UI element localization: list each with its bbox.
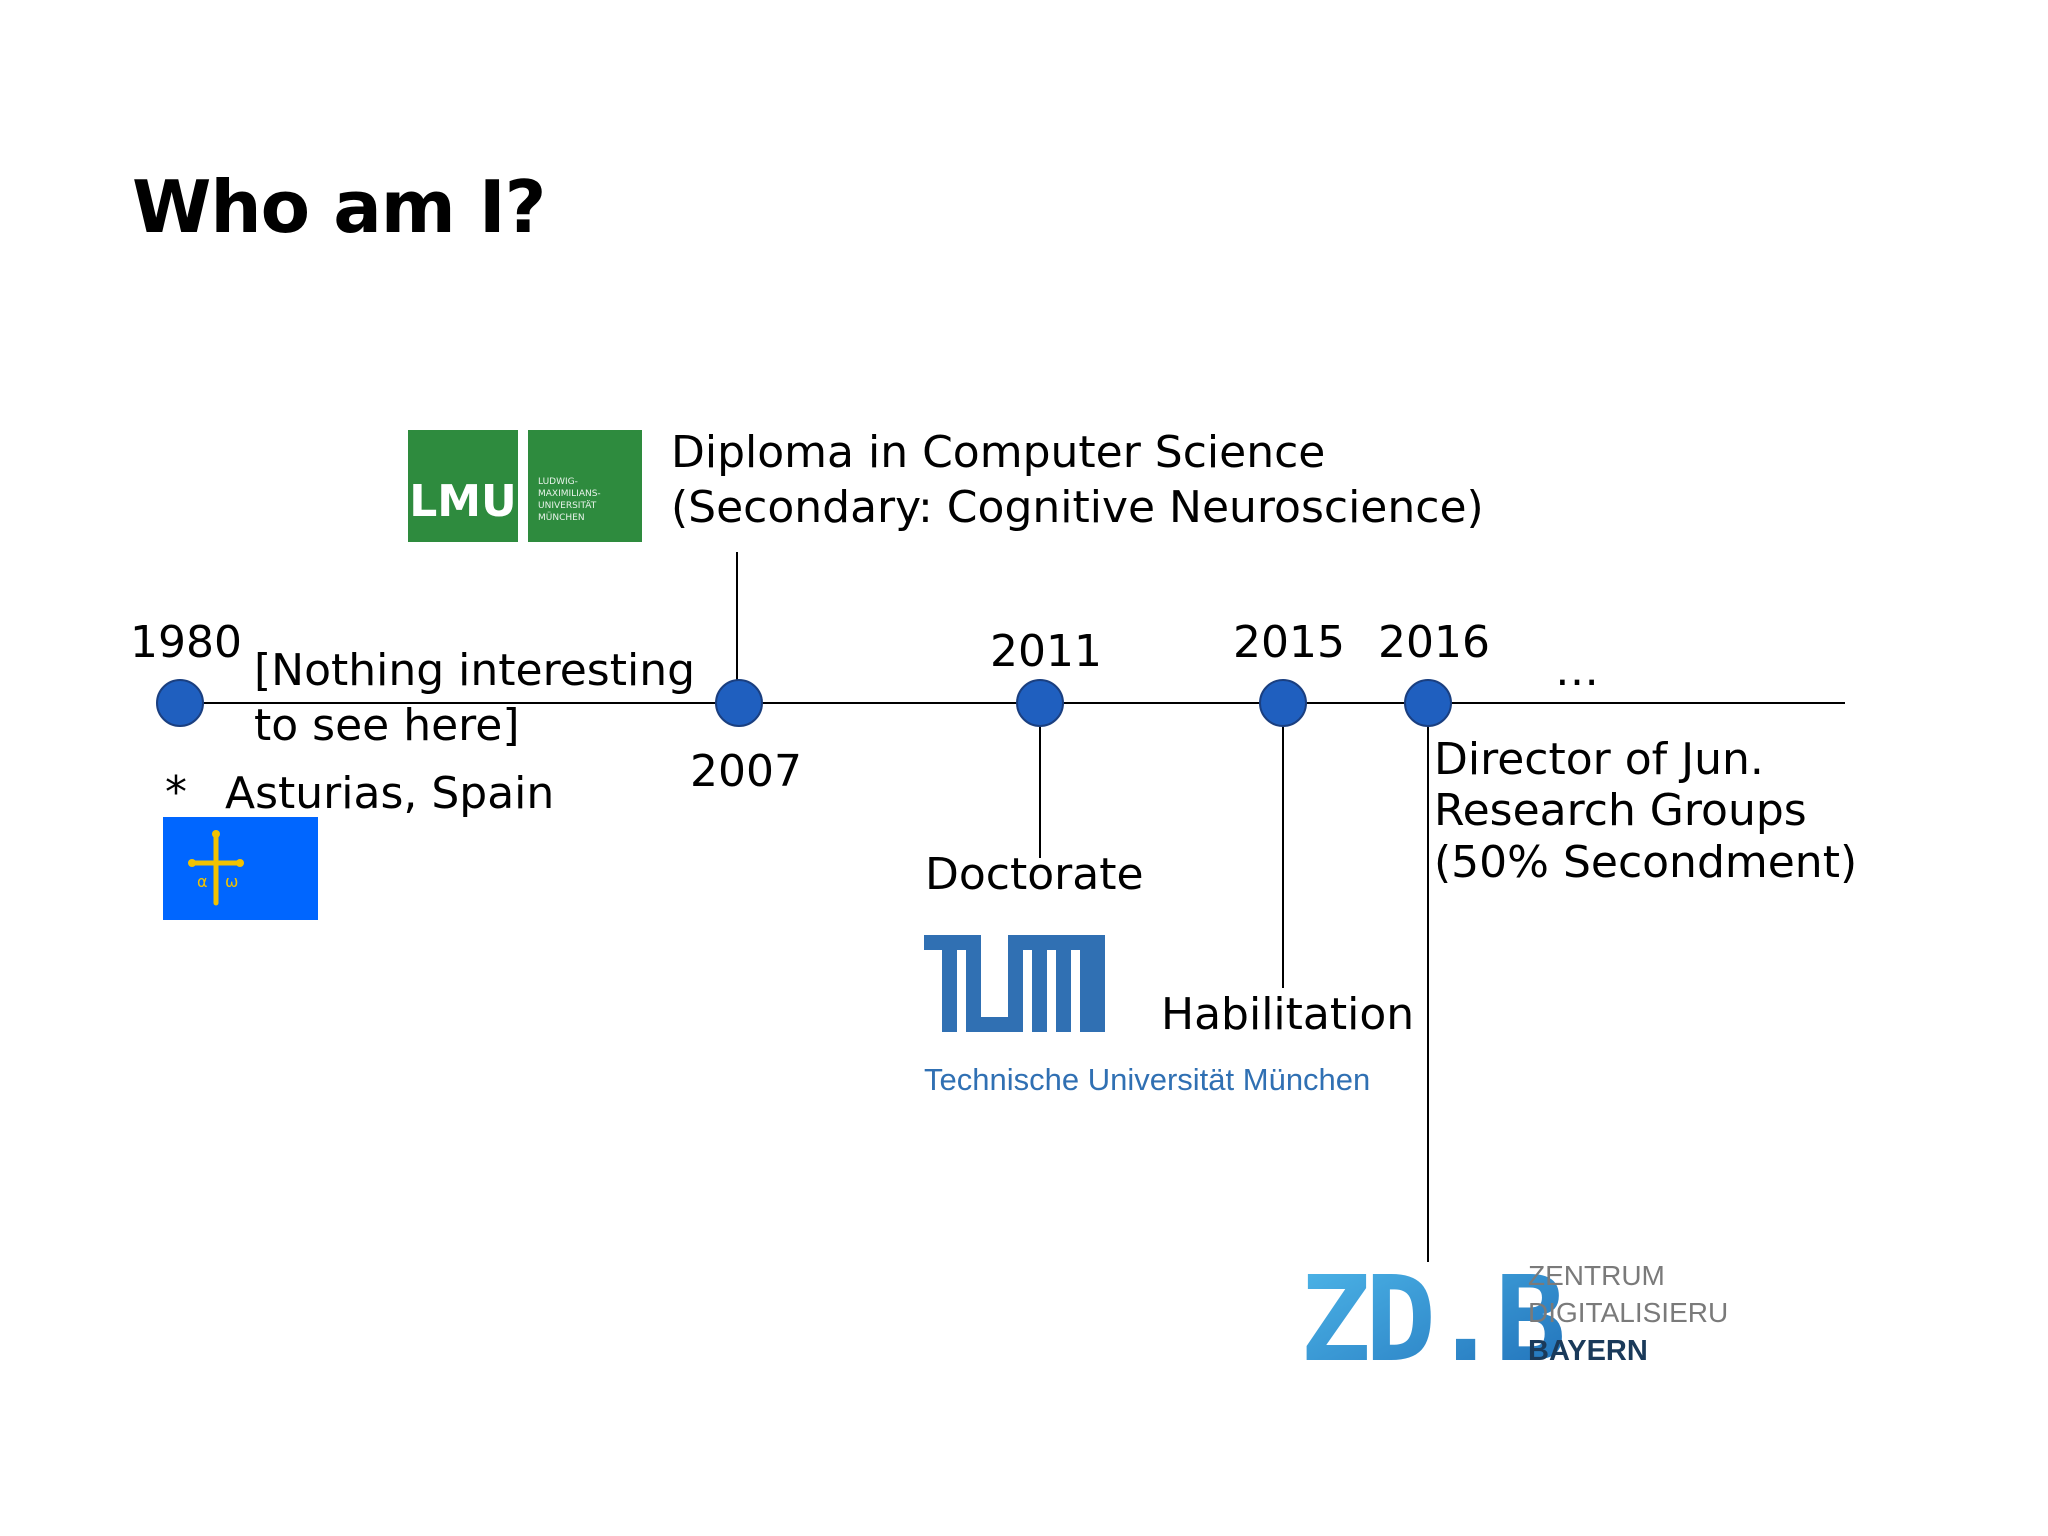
director-line1: Director of Jun. bbox=[1434, 734, 1764, 785]
director-line2: Research Groups bbox=[1434, 785, 1807, 837]
node-2015 bbox=[1259, 679, 1307, 727]
doctorate-label: Doctorate bbox=[925, 849, 1144, 900]
habilitation-label: Habilitation bbox=[1161, 989, 1415, 1040]
zdb-logo-line-1: DIGITALISIERUNG. bbox=[1528, 1297, 1730, 1328]
year-1980: 1980 bbox=[130, 617, 242, 668]
zdb-logo: ZD.B ZENTRUM DIGITALISIERUNG. BAYERN bbox=[1300, 1250, 1730, 1375]
node-1980 bbox=[156, 679, 204, 727]
director-line3: (50% Secondment) bbox=[1434, 836, 1858, 888]
node-2016 bbox=[1404, 679, 1452, 727]
diploma-line2: (Secondary: Cognitive Neuroscience) bbox=[671, 482, 1484, 533]
lmu-logo-line-1: MAXIMILIANS- bbox=[538, 489, 601, 499]
diploma-line1: Diploma in Computer Science bbox=[671, 427, 1326, 478]
year-2007: 2007 bbox=[690, 746, 802, 797]
diploma-note: Diploma in Computer Science (Secondary: … bbox=[671, 425, 1484, 535]
zdb-logo-mark: ZD.B bbox=[1300, 1250, 1562, 1375]
lmu-logo-line-0: LUDWIG- bbox=[538, 477, 578, 487]
nothing-note: [Nothing interesting to see here] bbox=[254, 643, 695, 753]
zdb-logo-line-2: BAYERN bbox=[1528, 1335, 1648, 1367]
svg-text:α: α bbox=[197, 872, 208, 891]
birth-place: Asturias, Spain bbox=[225, 768, 555, 819]
lmu-logo-line-3: MÜNCHEN bbox=[538, 512, 585, 523]
tum-logo: Technische Universität München bbox=[924, 935, 1370, 1097]
page-title: Who am I? bbox=[132, 165, 546, 249]
lmu-logo-mark: LMU bbox=[409, 476, 517, 527]
lmu-logo-line-2: UNIVERSITÄT bbox=[538, 500, 597, 511]
svg-text:ω: ω bbox=[225, 872, 238, 891]
nothing-note-line1: [Nothing interesting bbox=[254, 645, 696, 696]
zdb-logo-line-0: ZENTRUM bbox=[1528, 1260, 1665, 1291]
asturias-flag: α ω bbox=[163, 817, 318, 920]
lmu-logo: LMU LUDWIG- MAXIMILIANS- UNIVERSITÄT MÜN… bbox=[408, 430, 642, 542]
year-2011: 2011 bbox=[990, 626, 1102, 677]
birth-star: * bbox=[165, 767, 187, 818]
year-2016: 2016 bbox=[1378, 617, 1490, 668]
node-2011 bbox=[1016, 679, 1064, 727]
director-note: Director of Jun. Research Groups (50% Se… bbox=[1434, 734, 1857, 888]
timeline-ellipsis: … bbox=[1555, 645, 1599, 696]
tum-logo-subtitle: Technische Universität München bbox=[924, 1062, 1370, 1097]
nothing-note-line2: to see here] bbox=[254, 700, 520, 751]
node-2007 bbox=[715, 679, 763, 727]
year-2015: 2015 bbox=[1233, 617, 1345, 668]
